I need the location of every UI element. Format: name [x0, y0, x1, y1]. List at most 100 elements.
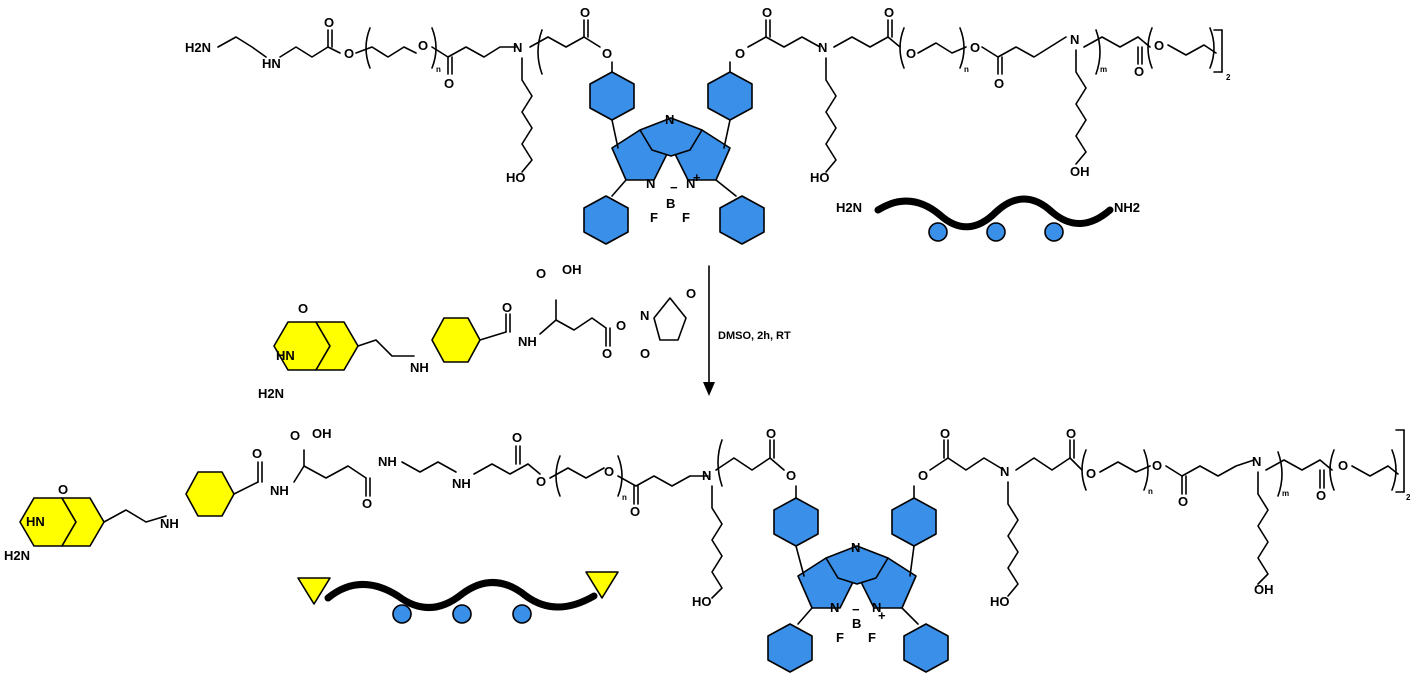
peg-bracket-right — [431, 27, 437, 69]
product-meso-n: N — [851, 540, 860, 555]
product-tertiary-n-3: N — [1252, 454, 1261, 469]
product-pyrrole-n-right: N — [872, 600, 881, 615]
phenoxy-ring-left — [589, 71, 635, 121]
product-carbonyl-o: O — [362, 496, 372, 511]
product-tertiary-n-2: N — [1000, 464, 1009, 479]
product-acid-oh: OH — [312, 426, 332, 441]
peg-subscript: n — [436, 65, 441, 74]
phenyl-left — [583, 195, 629, 245]
tertiary-n-3: N — [1070, 32, 1079, 47]
folate-triangle-left — [297, 577, 331, 605]
pyrrole-n-left: N — [646, 176, 655, 191]
product-bodipy-bead-3 — [512, 604, 532, 624]
aryl-ester-o: O — [602, 46, 612, 61]
product-bodipy-bead-1 — [392, 604, 412, 624]
m-subscript: m — [1100, 65, 1107, 74]
acid-o: O — [536, 266, 546, 281]
product-carbonyl-o-2: O — [766, 426, 776, 441]
product-peg-subscript: n — [622, 493, 627, 502]
ho-label: HO — [506, 170, 526, 185]
product-amide-o-2: O — [630, 504, 640, 519]
product-carbonyl-o-4: O — [1066, 426, 1076, 441]
pterin-o: O — [298, 301, 308, 316]
product-aryl-ester-o: O — [786, 468, 796, 483]
product-oh-3: OH — [1254, 582, 1274, 597]
carbonyl-o-4: O — [994, 76, 1004, 91]
product-boron-charge: − — [852, 602, 860, 617]
product-nitrogen-charge: + — [878, 608, 886, 623]
phenyl-right — [719, 195, 765, 245]
product-pterin-o: O — [58, 482, 68, 497]
schematic-starting-polymer: H2N NH2 — [836, 195, 1140, 242]
succinimide-o-2: O — [640, 346, 650, 361]
peg-o-2: O — [906, 46, 916, 61]
pabn-nh: NH — [410, 360, 429, 375]
phenoxy-ring-right — [707, 71, 753, 121]
succinimide-ring — [653, 297, 687, 341]
product-ho-1: HO — [692, 594, 712, 609]
glu-nh: NH — [518, 334, 537, 349]
product-phenoxy-left — [773, 497, 819, 547]
product-ester-o: O — [536, 474, 546, 489]
boron-charge: − — [670, 180, 678, 195]
starting-polymer-structure: H2N HN O O O n O N HO O O — [185, 5, 1231, 245]
product-ester-o-3: O — [1152, 458, 1162, 473]
product-carbonyl-o-6: O — [1316, 488, 1326, 503]
succinimide-o-1: O — [686, 286, 696, 301]
acid-oh: OH — [562, 262, 582, 277]
carbonyl-o-right: O — [762, 5, 772, 20]
product-peg-o: O — [604, 464, 614, 479]
hydroxypentyl-arm — [521, 57, 533, 173]
propanoate-chain — [279, 46, 341, 58]
bodipy-bead-2 — [986, 222, 1006, 242]
product-amide-o: O — [252, 446, 262, 461]
product-bodipy-bridge — [825, 545, 889, 585]
pterin-h2n: H2N — [258, 386, 284, 401]
product-repeat-subscript: 2 — [1406, 493, 1411, 502]
product-polymer-structure: HN H2N O NH O NH O OH O NH NH O O O n O … — [4, 426, 1411, 673]
product-pabn-nh: NH — [160, 516, 179, 531]
folate-triangle-right — [585, 571, 619, 599]
product-pyrrole-n-left: N — [830, 600, 839, 615]
oh-label-3: OH — [1070, 164, 1090, 179]
carbonyl-o-3: O — [884, 5, 894, 20]
tertiary-n-right: N — [818, 40, 827, 55]
product-carbonyl-o-5: O — [1178, 494, 1188, 509]
paba-ring — [431, 317, 481, 363]
folate-nhs-ester: HN H2N O NH O NH O OH O O N O O — [258, 262, 696, 401]
polymer-chain-top — [874, 195, 1114, 231]
nhs-ester-carbonyl: O — [602, 346, 612, 361]
nhs-ester-o: O — [616, 318, 626, 333]
bodipy-bead-3 — [1044, 222, 1064, 242]
meso-n: N — [665, 112, 674, 127]
product-phenyl-right — [903, 623, 949, 673]
carbonyl-o: O — [324, 15, 334, 30]
fluorine-2: F — [682, 210, 690, 225]
product-peg-o-2: O — [1086, 466, 1096, 481]
pyrrole-n-right: N — [686, 176, 695, 191]
aryl-ester-o-right: O — [735, 46, 745, 61]
peg-bracket-left — [365, 27, 371, 69]
amine-end-label: H2N — [185, 40, 211, 55]
repeat-subscript: 2 — [1226, 73, 1231, 82]
nhs-n: N — [640, 308, 649, 323]
product-linker-nh: NH — [378, 454, 397, 469]
product-ester-o-4: O — [1338, 458, 1348, 473]
product-pterin-ring-b — [61, 497, 105, 547]
ester-o-3: O — [970, 40, 980, 55]
peg-o: O — [418, 38, 428, 53]
product-bodipy-bead-2 — [452, 604, 472, 624]
pterin-ring-b — [315, 321, 359, 371]
product-pterin-h2n: H2N — [4, 548, 30, 563]
product-peg-subscript-2: n — [1148, 487, 1153, 496]
product-pterin-hn: HN — [26, 514, 45, 529]
product-phenyl-left — [767, 623, 813, 673]
product-phenoxy-right — [891, 497, 937, 547]
product-paba-ring — [185, 471, 235, 517]
product-aryl-ester-o-right: O — [918, 468, 928, 483]
product-linker-nh-2: NH — [452, 476, 471, 491]
product-boron: B — [852, 616, 861, 631]
reaction-arrow — [703, 265, 715, 396]
ester-o: O — [344, 46, 354, 61]
